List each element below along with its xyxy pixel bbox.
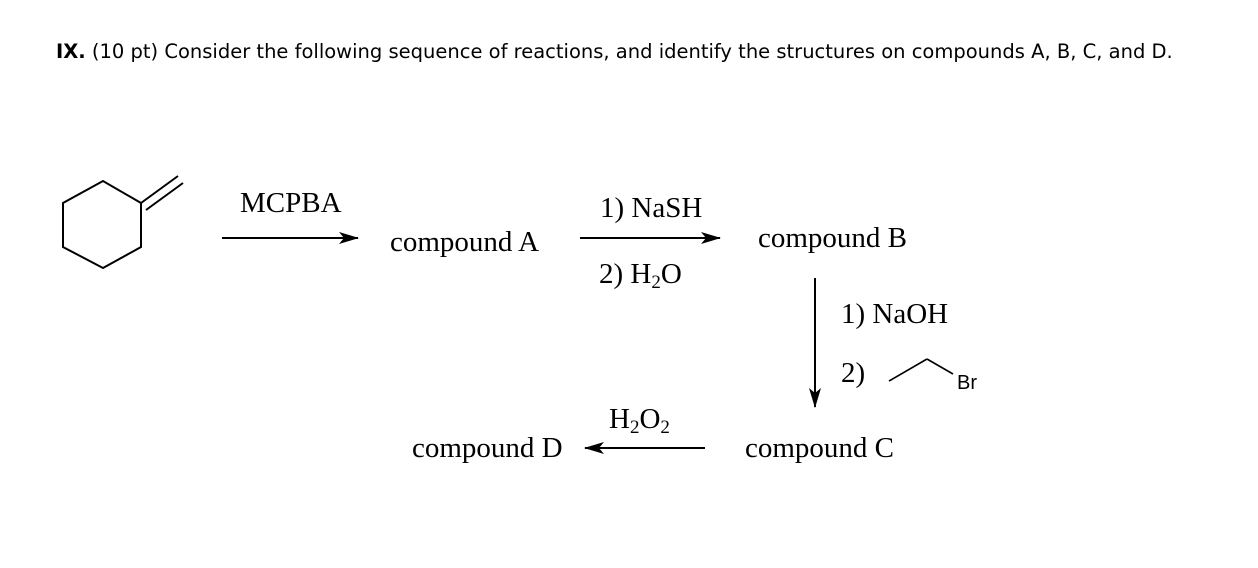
reagent-h2o2-h: H [609, 403, 630, 435]
reagent-step3-number: 2) [841, 357, 866, 389]
reagent-water: 2) H2O [599, 258, 682, 293]
reagent-h2o2-o: O [639, 403, 661, 435]
bromine-label: Br [957, 372, 977, 394]
reagent-h2o2-sub1: 2 [629, 417, 640, 438]
reagent-nash: 1) NaSH [600, 192, 703, 224]
question-text: IX. (10 pt) Consider the following seque… [56, 34, 1216, 70]
compound-d-label: compound D [412, 432, 563, 464]
reagent-water-subscript: 2 [651, 272, 661, 293]
compound-b-label: compound B [758, 222, 908, 254]
reagent-h2o2: H2O2 [609, 403, 670, 438]
reagent-water-suffix: O [660, 258, 682, 290]
reagent-naoh: 1) NaOH [841, 298, 949, 330]
methylenecyclohexane-structure [62, 175, 184, 270]
reagent-h2o2-sub2: 2 [660, 417, 670, 438]
reagent-water-prefix: 2) H [599, 258, 652, 290]
compound-c-label: compound C [745, 432, 895, 464]
compound-a-label: compound A [390, 226, 540, 258]
ethyl-bromide-structure [888, 358, 954, 382]
question-number: IX. [56, 40, 86, 63]
question-body: (10 pt) Consider the following sequence … [85, 40, 1173, 63]
reagent-mcpba: MCPBA [240, 187, 342, 219]
